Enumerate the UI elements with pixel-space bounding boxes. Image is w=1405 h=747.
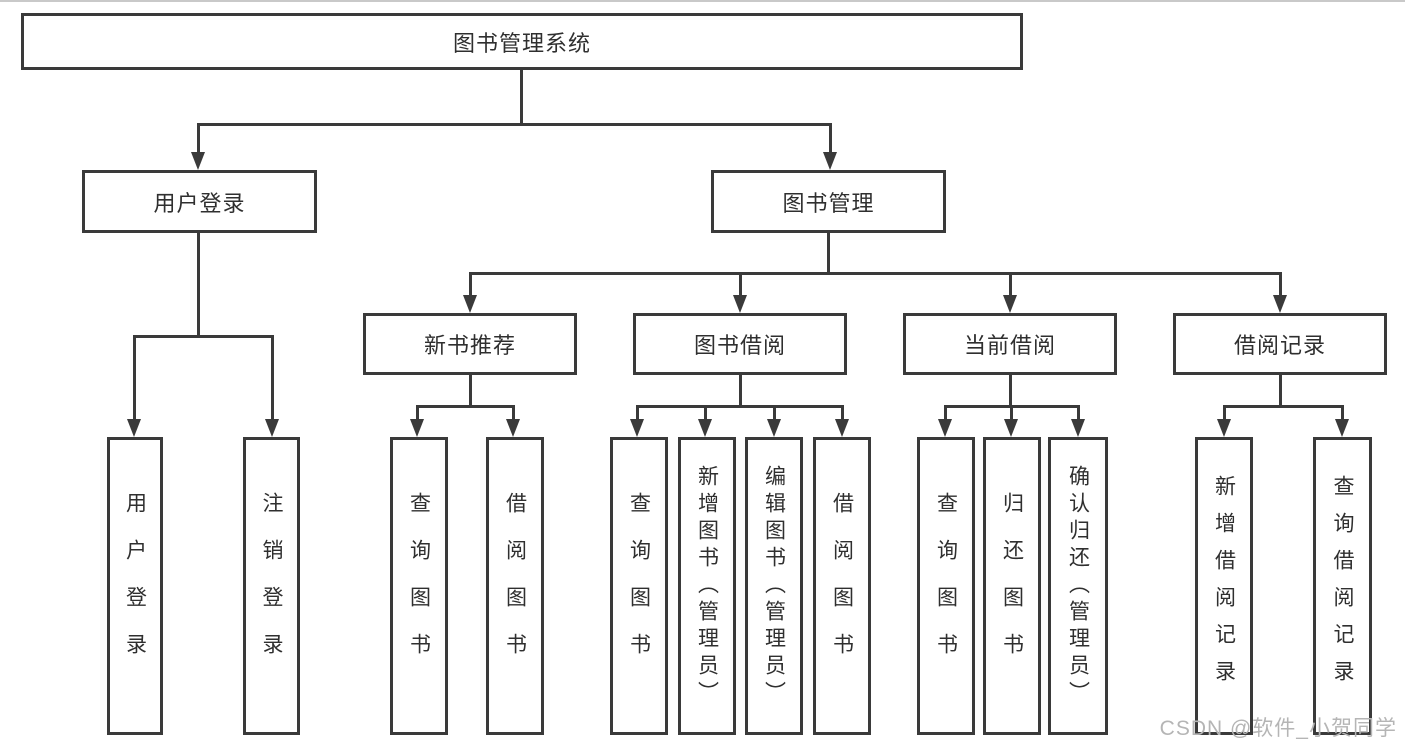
connector-current-borrow-vline <box>1009 375 1012 408</box>
arrow-down-icon <box>506 405 520 437</box>
node-user-login: 用户登录 <box>82 170 317 233</box>
arrow-down-icon <box>127 335 141 437</box>
top-border-line <box>0 0 1405 2</box>
connector-user-login-vline <box>197 233 200 338</box>
leaf-query-book: 查询图书 <box>610 437 668 735</box>
arrow-down-icon <box>191 123 205 170</box>
connector-book-mgmt-vline <box>827 233 830 275</box>
leaf-query-current-book: 查询图书 <box>917 437 975 735</box>
arrow-down-icon <box>767 405 781 437</box>
connector-borrow-record-vline <box>1279 375 1282 408</box>
arrow-down-icon <box>410 405 424 437</box>
arrow-down-icon <box>1004 405 1018 437</box>
arrow-down-icon <box>630 405 644 437</box>
arrow-down-icon <box>1003 272 1017 313</box>
connector-root-vline <box>520 70 523 123</box>
node-book-management: 图书管理 <box>711 170 946 233</box>
arrow-down-icon <box>733 272 747 313</box>
leaf-confirm-return-admin: 确认归还（管理员） <box>1048 437 1108 735</box>
connector-book-mgmt-hline <box>469 272 1281 275</box>
arrow-down-icon <box>1071 405 1085 437</box>
arrow-down-icon <box>938 405 952 437</box>
arrow-down-icon <box>823 123 837 170</box>
leaf-return-book: 归还图书 <box>983 437 1041 735</box>
leaf-edit-book-admin: 编辑图书（管理员） <box>745 437 803 735</box>
arrow-down-icon <box>463 272 477 313</box>
leaf-borrow-book: 借阅图书 <box>813 437 871 735</box>
connector-book-borrow-hline <box>636 405 843 408</box>
leaf-add-book-admin: 新增图书（管理员） <box>678 437 736 735</box>
leaf-borrow-book-recommend: 借阅图书 <box>486 437 544 735</box>
leaf-query-borrow-record: 查询借阅记录 <box>1313 437 1372 735</box>
node-new-book-recommend: 新书推荐 <box>363 313 577 375</box>
node-borrow-record: 借阅记录 <box>1173 313 1387 375</box>
leaf-query-book-recommend: 查询图书 <box>390 437 448 735</box>
arrow-down-icon <box>1335 405 1349 437</box>
leaf-add-borrow-record: 新增借阅记录 <box>1195 437 1253 735</box>
connector-borrow-record-hline <box>1223 405 1343 408</box>
connector-user-login-hline <box>133 335 274 338</box>
arrow-down-icon <box>1273 272 1287 313</box>
arrow-down-icon <box>698 405 712 437</box>
leaf-user-login: 用户登录 <box>107 437 163 735</box>
node-root-library-system: 图书管理系统 <box>21 13 1023 70</box>
arrow-down-icon <box>265 335 279 437</box>
connector-new-book-hline <box>416 405 514 408</box>
connector-root-hline <box>197 123 831 126</box>
connector-new-book-vline <box>469 375 472 408</box>
node-book-borrow: 图书借阅 <box>633 313 847 375</box>
node-current-borrow: 当前借阅 <box>903 313 1117 375</box>
csdn-watermark: CSDN @软件_小贺同学 <box>1159 717 1397 740</box>
connector-book-borrow-vline <box>739 375 742 408</box>
leaf-logout: 注销登录 <box>243 437 300 735</box>
arrow-down-icon <box>1217 405 1231 437</box>
arrow-down-icon <box>835 405 849 437</box>
